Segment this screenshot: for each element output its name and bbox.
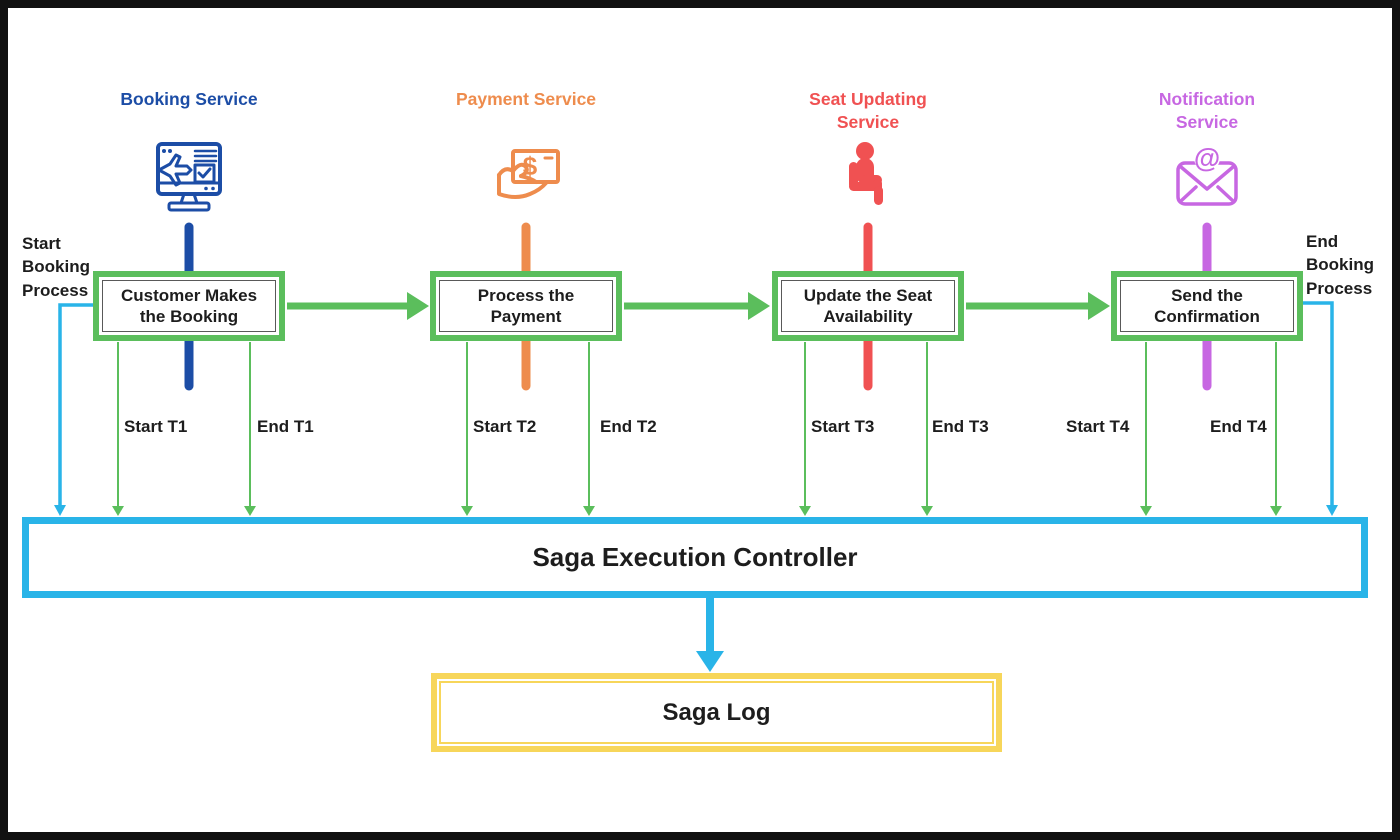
- email-at-icon: @: [1176, 143, 1238, 206]
- step-label-notification: Send the Confirmation: [1154, 285, 1260, 326]
- end-t1-label: End T1: [257, 417, 314, 436]
- start-t1-label: Start T1: [124, 417, 188, 436]
- end-process-arrow: [1303, 301, 1338, 516]
- start-t2-label: Start T2: [473, 417, 537, 436]
- saga-log-label: Saga Log: [662, 698, 771, 726]
- step-box-notification: Send the Confirmation: [1111, 271, 1303, 341]
- svg-text:$: $: [523, 151, 538, 181]
- step-box-payment: Process the Payment: [430, 271, 622, 341]
- step-label-payment: Process the Payment: [477, 285, 575, 326]
- step-box-booking: Customer Makes the Booking: [93, 271, 285, 341]
- end-booking-process-label: End Booking Process: [1306, 232, 1374, 298]
- end-t2-label: End T2: [600, 417, 657, 436]
- controller-to-log-arrow: [696, 598, 724, 672]
- service-title-payment: Payment Service: [455, 89, 597, 109]
- step-label-booking: Customer Makes the Booking: [120, 285, 258, 326]
- service-title-notification: Notification Service: [1158, 89, 1256, 133]
- start-t3-label: Start T3: [811, 417, 875, 436]
- service-title-booking: Booking Service: [120, 89, 258, 109]
- connector-lines-layer: [54, 222, 1338, 672]
- end-t4-label: End T4: [1210, 417, 1267, 436]
- start-process-arrow: [54, 303, 93, 516]
- saga-log-box: Saga Log: [431, 673, 1002, 752]
- seat-occupied-icon: [849, 142, 883, 205]
- svg-text:@: @: [1194, 143, 1220, 173]
- step-box-seat: Update the Seat Availability: [772, 271, 964, 341]
- start-t4-label: Start T4: [1066, 417, 1130, 436]
- payment-hand-icon: $: [497, 149, 560, 199]
- saga-execution-controller-box: Saga Execution Controller: [22, 517, 1368, 598]
- step-label-seat: Update the Seat Availability: [803, 285, 933, 326]
- service-title-seat: Seat Updating Service: [809, 89, 927, 133]
- step-arrows: [287, 292, 1110, 320]
- transaction-arrows: [112, 342, 1282, 516]
- booking-monitor-icon: [156, 142, 222, 212]
- saga-execution-controller-label: Saga Execution Controller: [532, 542, 858, 572]
- end-t3-label: End T3: [932, 417, 989, 436]
- start-booking-process-label: Start Booking Process: [22, 234, 90, 300]
